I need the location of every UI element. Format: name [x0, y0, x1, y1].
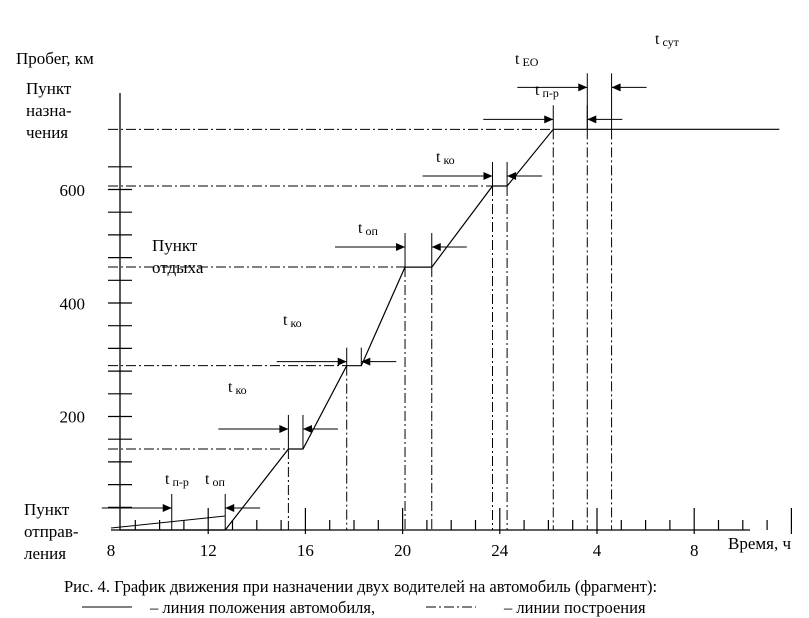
- arrowhead: [302, 424, 312, 433]
- x-axis-label: Время, ч: [728, 534, 792, 553]
- destination-label: Пункт назна- чения: [26, 79, 72, 142]
- x-tick-label: 20: [394, 541, 411, 560]
- legend-dashdot-sample: [426, 606, 476, 608]
- y-tick-label: 400: [60, 294, 86, 313]
- y-tick-label: 200: [60, 408, 86, 427]
- y-minor-ticks: [108, 166, 132, 508]
- x-tick-label: 16: [297, 541, 314, 560]
- arrowhead: [279, 424, 289, 433]
- legend-solid-label: – линия положения автомобиля,: [150, 598, 376, 617]
- x-tick-label: 8: [690, 541, 699, 560]
- arrowhead: [483, 172, 493, 181]
- x-tick-label: 4: [593, 541, 602, 560]
- arrowhead: [162, 504, 172, 512]
- arrowhead: [578, 83, 588, 92]
- axes: [119, 93, 750, 531]
- figure-caption: Рис. 4. График движения при назначении д…: [64, 577, 658, 596]
- interval-marks: [101, 73, 647, 530]
- x-tick-label: 8: [107, 541, 116, 560]
- arrowhead: [396, 243, 406, 252]
- vehicle-position-line: [111, 128, 780, 531]
- start-segment: [110, 515, 226, 529]
- y-axis-label: Пробег, км: [16, 49, 94, 68]
- legend-solid-sample: [82, 606, 132, 608]
- arrowhead: [225, 504, 235, 512]
- arrowhead: [587, 115, 597, 124]
- arrowhead: [544, 115, 554, 124]
- construction-lines: [108, 128, 613, 530]
- x-tick-label: 24: [491, 541, 509, 560]
- origin-label: Пункт отправ- ления: [24, 500, 79, 563]
- arrowhead: [361, 357, 371, 366]
- arrowhead: [611, 83, 621, 92]
- rest-point-label: Пункт отдыха: [152, 236, 204, 277]
- arrowhead: [431, 243, 441, 252]
- arrowhead: [337, 357, 347, 366]
- y-tick-label: 600: [60, 181, 86, 200]
- series-layer: [110, 128, 780, 531]
- x-tick-label: 12: [200, 541, 217, 560]
- tick-labels: 8 12 16 20 24 4 8 200 400 600: [60, 181, 699, 560]
- legend-dashdot-label: – линии построения: [504, 598, 646, 617]
